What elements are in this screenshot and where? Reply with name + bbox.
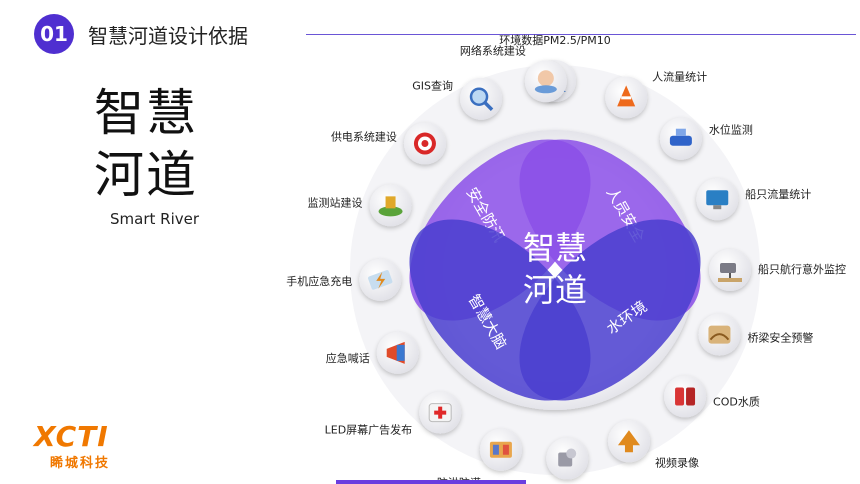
node-label: 船只航行意外监控 <box>758 262 846 276</box>
header-divider <box>306 34 856 35</box>
traffic-cone-icon <box>617 85 636 107</box>
camera-icon <box>718 263 742 282</box>
brand-name: 睎城科技 <box>50 456 111 471</box>
node-label: 网络系统建设 <box>460 43 526 57</box>
megaphone-icon <box>386 341 405 364</box>
node-9: 数字巡检 <box>546 437 589 480</box>
network-icon <box>534 70 557 94</box>
node-10: 防洪防涝 <box>437 428 522 484</box>
bottom-accent-bar <box>336 480 526 484</box>
node-12: 应急喊话 <box>326 331 419 374</box>
center-label-line1: 智慧 <box>523 229 587 267</box>
main-title: 智慧 河道 <box>94 82 224 206</box>
inspection-icon <box>558 448 577 467</box>
node-label: 防洪防涝 <box>437 476 481 484</box>
node-5: 船只航行意外监控 <box>709 249 846 291</box>
node-17: 网络系统建设 <box>460 43 567 103</box>
section-number-badge: 01 <box>34 14 74 54</box>
boat-icon <box>669 128 692 146</box>
node-label: GIS查询 <box>412 79 453 93</box>
node-label: 手机应急充电 <box>286 274 352 288</box>
node-label: 监测站建设 <box>308 195 363 209</box>
brand-logo-mark: XCTI <box>34 420 109 453</box>
node-4: 船只流量统计 <box>696 178 811 221</box>
section-title: 智慧河道设计依据 <box>88 24 248 48</box>
node-7: COD水质 <box>664 375 760 418</box>
main-title-line1: 智慧 <box>94 84 198 142</box>
magnifier-icon <box>469 87 494 111</box>
flood-icon <box>489 441 512 458</box>
node-label: 人流量统计 <box>652 69 707 83</box>
node-6: 桥梁安全预警 <box>698 313 813 356</box>
node-16: GIS查询 <box>412 77 503 120</box>
node-label: 应急喊话 <box>326 351 370 365</box>
node-label: 供电系统建设 <box>331 130 397 144</box>
node-label: 视频录像 <box>655 455 699 469</box>
charging-icon <box>368 270 393 290</box>
monitor-icon <box>706 190 729 210</box>
node-bubble <box>664 375 707 418</box>
node-8: 视频录像 <box>607 420 699 469</box>
node-11: LED屏幕广告发布 <box>325 391 462 437</box>
node-3: 水位监测 <box>659 117 753 160</box>
beaker-icon <box>675 387 696 406</box>
main-subtitle: Smart River <box>110 210 200 228</box>
node-label: LED屏幕广告发布 <box>325 423 413 437</box>
bridge-icon <box>708 325 731 344</box>
node-label: 船只流量统计 <box>745 187 811 201</box>
target-icon <box>413 132 436 155</box>
node-label: 水位监测 <box>709 123 753 137</box>
station-icon <box>378 196 403 217</box>
center-label-line2: 河道 <box>523 271 587 309</box>
petal-4: 水环境 <box>519 219 701 401</box>
node-13: 手机应急充电 <box>286 258 402 301</box>
node-15: 供电系统建设 <box>331 122 446 165</box>
video-icon <box>617 430 640 453</box>
main-title-line2: 河道 <box>94 146 198 204</box>
node-label: 桥梁安全预警 <box>747 331 813 345</box>
led-screen-icon <box>428 403 452 423</box>
node-label: COD水质 <box>713 395 760 408</box>
node-label: 环境数据PM2.5/PM10 <box>499 33 610 47</box>
node-14: 监测站建设 <box>308 184 412 227</box>
node-2: 人流量统计 <box>605 69 707 119</box>
